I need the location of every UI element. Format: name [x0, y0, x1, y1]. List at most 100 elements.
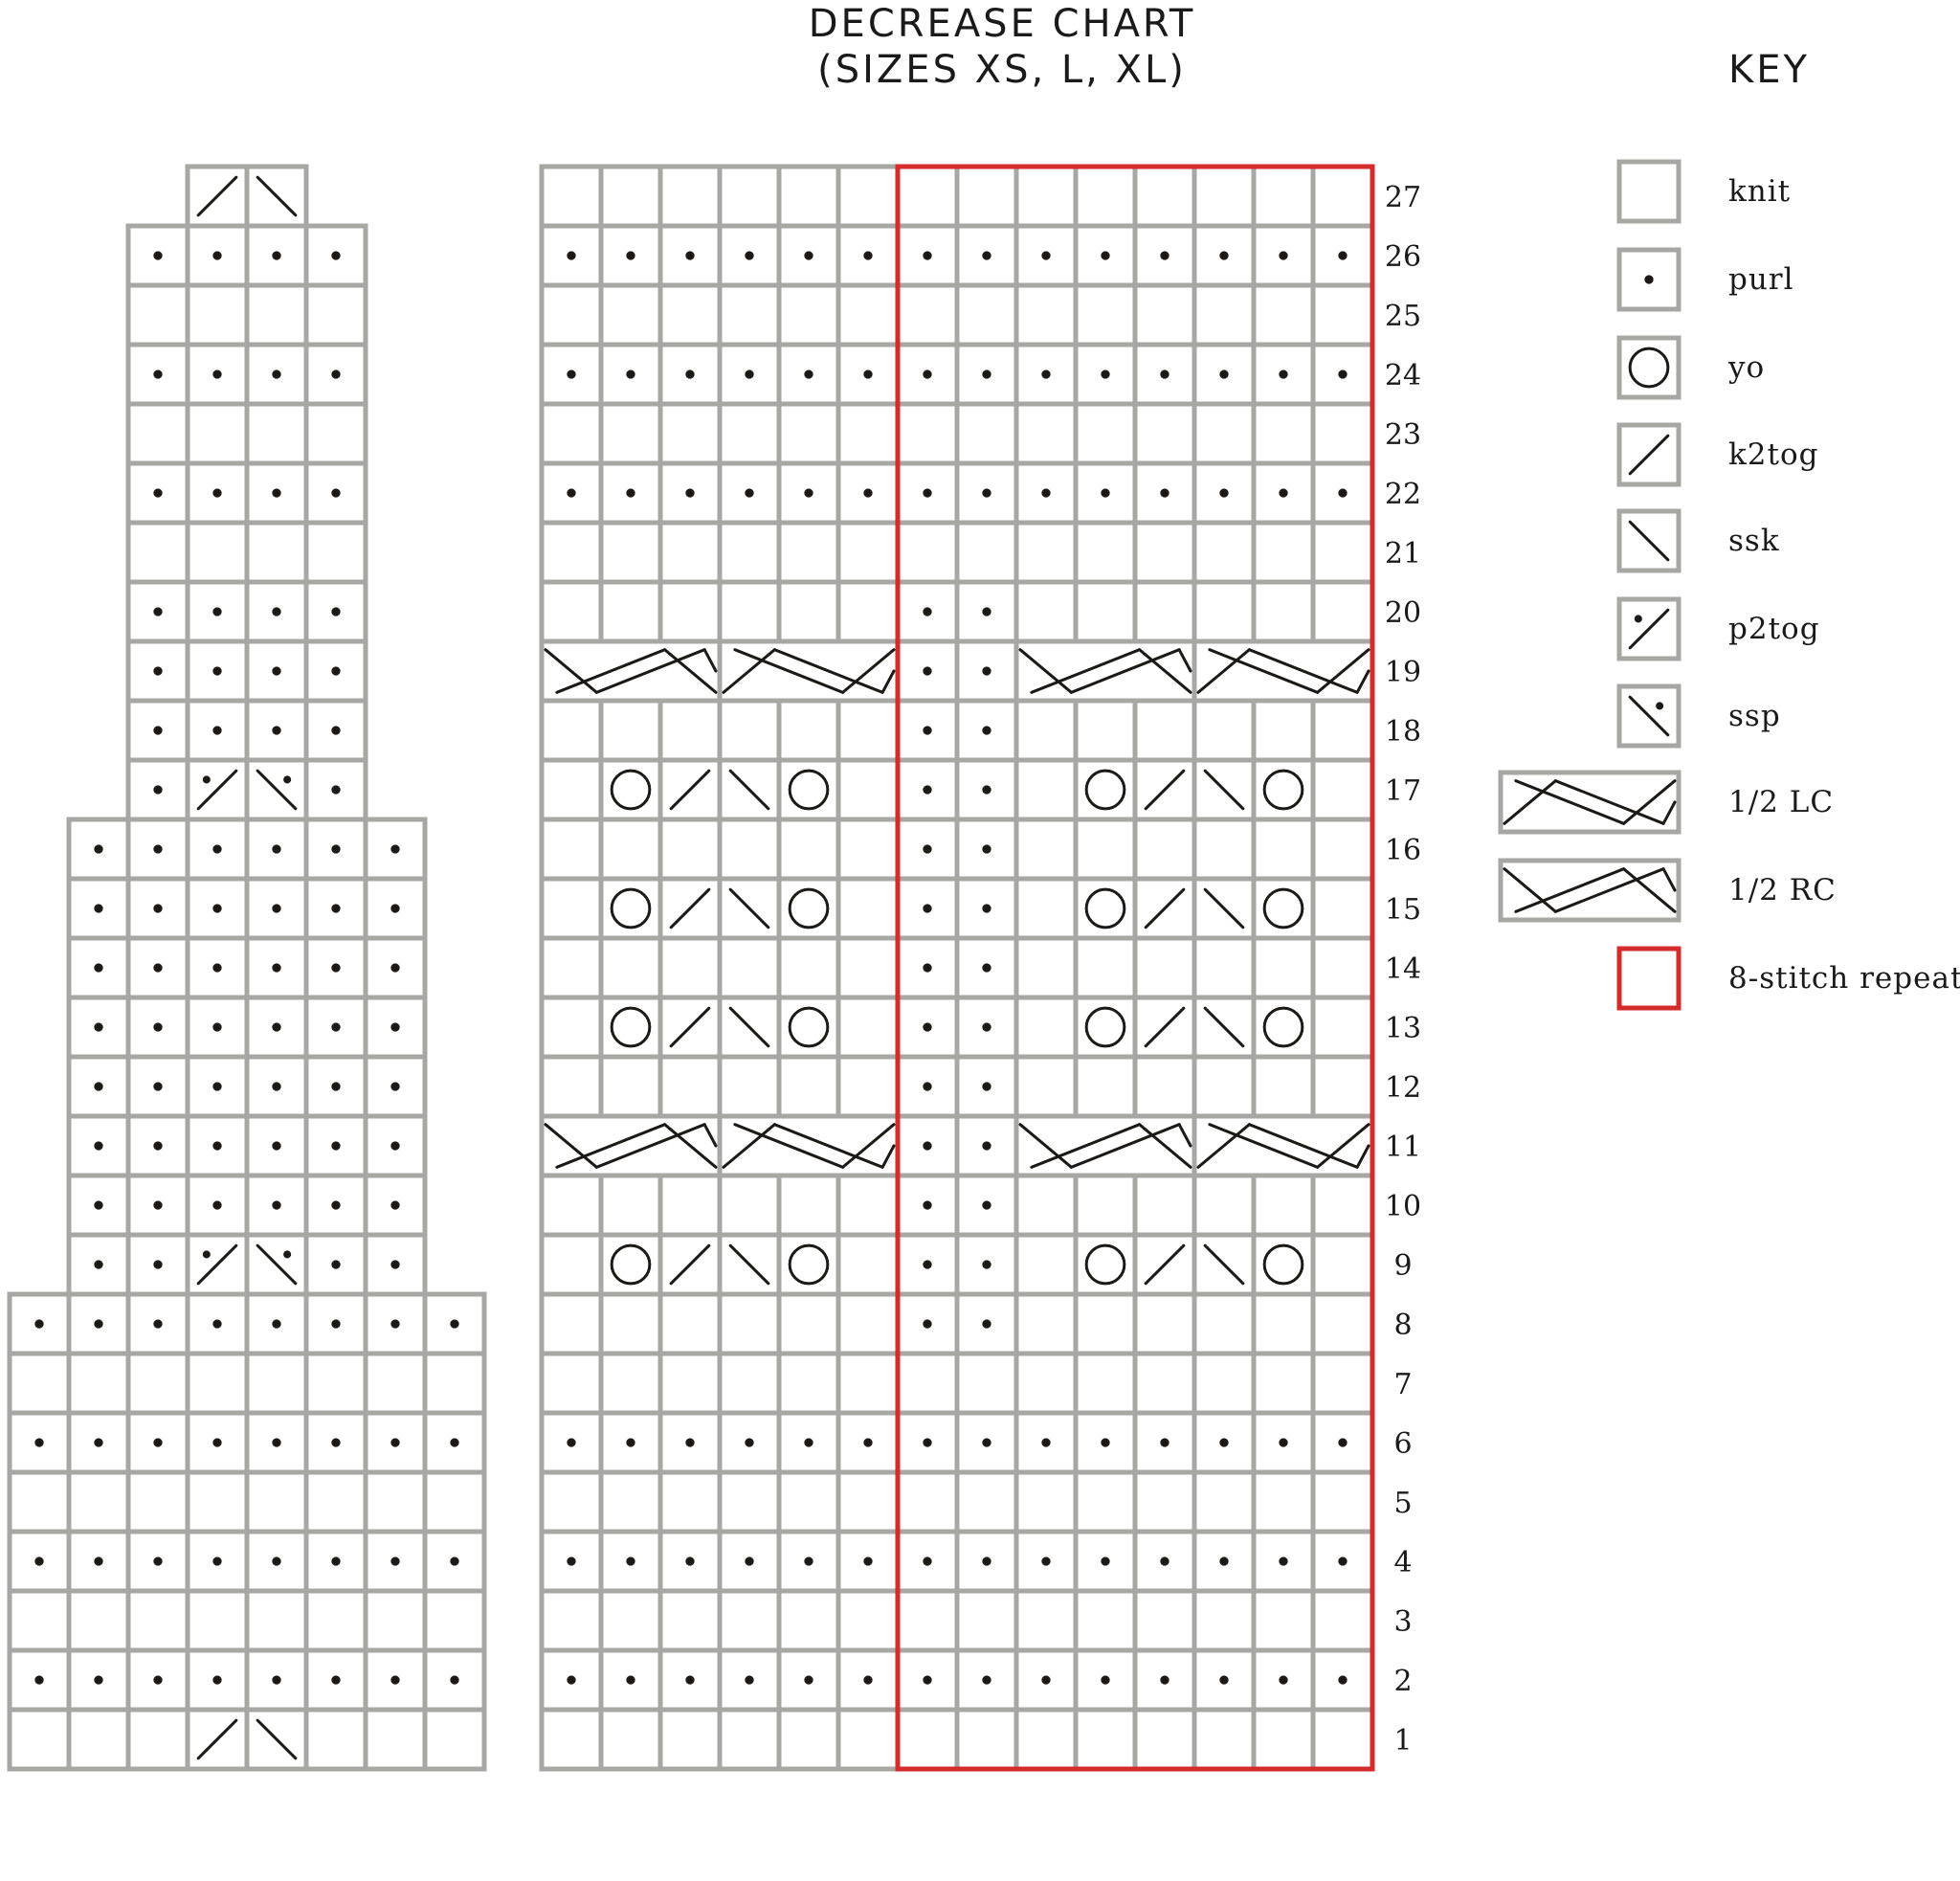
main-chart-cell: [1192, 935, 1257, 1000]
main-chart-cell: [657, 282, 723, 347]
cell-box: [1192, 1707, 1257, 1772]
main-chart-cell: [835, 460, 901, 526]
cell-box: [185, 1469, 250, 1534]
purl-dot-icon: [153, 369, 163, 379]
main-chart-cell: [1132, 164, 1197, 229]
main-chart-cell: [1310, 164, 1375, 229]
decrease-chart-cell: [303, 1588, 368, 1653]
key-item-yo: yo: [1616, 335, 1764, 400]
decrease-chart-cell: [422, 1469, 487, 1534]
decrease-chart-cell: [66, 1173, 131, 1238]
main-chart-cell: [1132, 1410, 1197, 1475]
decrease-chart-cell: [363, 1529, 428, 1594]
main-chart-cell: [954, 1291, 1019, 1356]
purl-dot-icon: [212, 1319, 222, 1329]
purl-dot-icon: [982, 1022, 991, 1032]
decrease-chart-cell: [363, 1351, 428, 1416]
main-chart-cell: [835, 223, 901, 288]
purl-dot-icon: [982, 963, 991, 973]
main-chart-cell: [835, 342, 901, 407]
main-chart-cell: [1310, 1054, 1375, 1119]
cell-box: [1310, 1173, 1375, 1238]
decrease-chart-cell: [244, 1113, 309, 1178]
purl-dot-icon: [1279, 1556, 1288, 1566]
decrease-chart-cell: [125, 1588, 190, 1653]
main-chart-cell: [1073, 460, 1138, 526]
cell-box: [303, 1707, 368, 1772]
cell-box: [1013, 1351, 1079, 1416]
cell-box: [657, 1469, 723, 1534]
purl-dot-icon: [982, 904, 991, 913]
cell-box: [1310, 876, 1375, 941]
main-chart-cell: [717, 698, 782, 763]
decrease-chart-cell: [303, 1410, 368, 1475]
cell-box: [1310, 282, 1375, 347]
main-chart-cell: [657, 460, 723, 526]
cell-box: [598, 1173, 663, 1238]
main-chart-cell: [657, 520, 723, 585]
purl-dot-icon: [272, 726, 281, 735]
main-chart-cell: [717, 1529, 782, 1594]
decrease-chart-cell: [66, 1113, 131, 1178]
cable-rc-cell: [1013, 638, 1197, 704]
main-chart-cell: [1013, 164, 1079, 229]
main-chart-cell: [717, 1707, 782, 1772]
purl-dot-icon: [212, 844, 222, 854]
main-chart-cell: [1310, 1410, 1375, 1475]
cell-box: [895, 401, 960, 466]
cell-box: [835, 935, 901, 1000]
main-chart-cell: [1192, 1707, 1257, 1772]
main-chart-cell: [1310, 1529, 1375, 1594]
main-chart-cell: [598, 817, 663, 882]
purl-dot-icon: [1338, 1556, 1348, 1566]
decrease-chart-cell: [185, 1410, 250, 1475]
main-chart-cell: [1013, 282, 1079, 347]
decrease-chart-cell: [185, 1647, 250, 1713]
main-chart-cell: [598, 1707, 663, 1772]
cell-box: [598, 164, 663, 229]
decrease-chart-cell: [244, 698, 309, 763]
key-item-k2tog: k2tog: [1616, 422, 1817, 487]
cell-box: [835, 817, 901, 882]
cell-box: [954, 401, 1019, 466]
row-number: 22: [1385, 478, 1421, 511]
main-chart-cell: [895, 520, 960, 585]
purl-dot-icon: [1279, 251, 1288, 260]
cell-box: [1310, 1469, 1375, 1534]
cell-box: [1013, 1291, 1079, 1356]
cable-line-icon: [1553, 779, 1665, 825]
decrease-chart-cell: [185, 282, 250, 347]
cell-box: [1310, 1588, 1375, 1653]
main-chart-cell: [954, 520, 1019, 585]
cell-box: [539, 579, 604, 644]
main-chart-cell: [895, 1351, 960, 1416]
decrease-chart-cell: [125, 1469, 190, 1534]
main-chart-cell: [776, 520, 841, 585]
purl-dot-icon: [982, 785, 991, 795]
purl-dot-icon: [450, 1675, 459, 1685]
cell-box: [244, 1469, 309, 1534]
purl-dot-icon: [94, 1260, 103, 1269]
purl-dot-icon: [923, 904, 932, 913]
main-chart-cell: [598, 698, 663, 763]
main-chart-cell: [1251, 282, 1316, 347]
cell-box: [1073, 1707, 1138, 1772]
purl-dot-icon: [212, 488, 222, 498]
cable-line-icon: [880, 669, 896, 694]
k2tog-slash-icon: [196, 1718, 238, 1760]
main-chart-cell: [1073, 1291, 1138, 1356]
main-chart-cell: [717, 579, 782, 644]
yo-circle-icon: [1262, 1243, 1304, 1286]
main-chart-cell: [1192, 164, 1257, 229]
purl-dot-icon: [34, 1319, 44, 1329]
main-chart-cell: [598, 520, 663, 585]
cell-box: [657, 520, 723, 585]
main-chart-cell: [539, 1351, 604, 1416]
row-number: 20: [1385, 596, 1421, 630]
decrease-chart-cell: [303, 638, 368, 704]
main-chart-cell: [954, 1529, 1019, 1594]
cell-box: [1073, 1469, 1138, 1534]
main-chart-cell: [657, 1410, 723, 1475]
main-chart-cell: [1073, 282, 1138, 347]
purl-dot-icon: [1338, 369, 1348, 379]
